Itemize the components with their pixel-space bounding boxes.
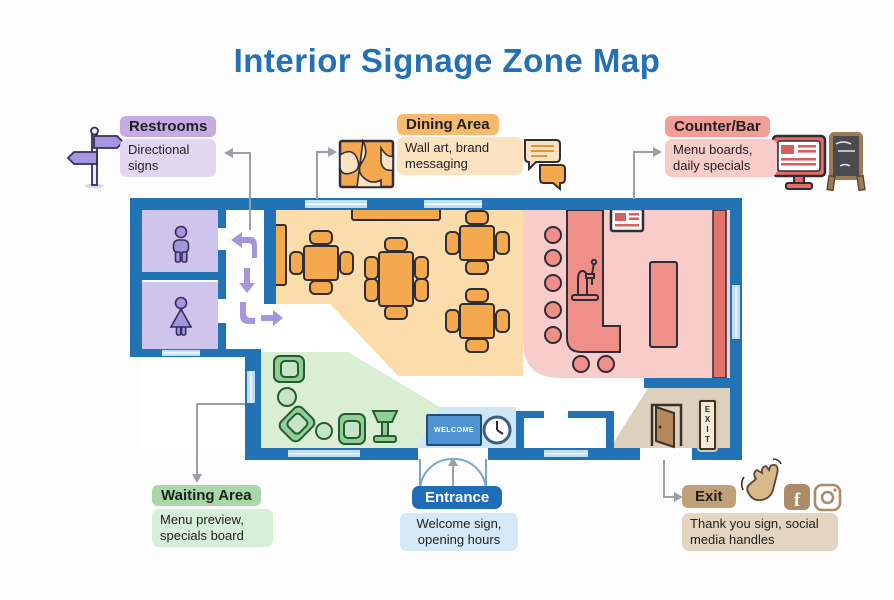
wall-art-icon [338,138,395,189]
instagram-icon [813,483,842,512]
female-icon [169,296,193,336]
bar-furniture [544,207,727,379]
side-table [315,422,333,440]
bar-stool [544,226,562,244]
bar-stool [572,355,590,373]
page-title: Interior Signage Zone Map [233,42,661,79]
waiting-area-label: Waiting Area [152,485,261,506]
counter-bar-description: Menu boards, daily specials [665,139,777,177]
bar-stool [544,301,562,319]
male-icon [172,225,190,263]
chalkboard-icon [826,132,866,192]
armchair [338,413,366,445]
beer-tap-icon [571,258,599,301]
bar-stool [597,355,615,373]
facebook-icon: f [784,484,810,510]
back-bar-shelf [712,209,727,379]
dining-description: Wall art, brand messaging [397,137,523,175]
speech-bubbles-icon [524,139,566,192]
connectors [192,147,683,502]
restrooms-label: Restrooms [120,116,217,137]
windows [162,200,740,457]
dining-furniture [272,207,509,352]
waving-hand-icon [740,458,782,502]
dining-label: Dining Area [397,114,499,135]
waiting-area-description: Menu preview, specials board [152,509,273,547]
restrooms-description: Directional signs [120,139,216,177]
bar-stool [544,274,562,292]
entrance-description: Welcome sign, opening hours [400,513,518,551]
armchair [273,355,305,383]
bar-stool [544,249,562,267]
restroom-figures [169,225,283,336]
specials-stand [371,410,399,443]
side-table [277,387,297,407]
clock-icon [482,415,512,445]
waiting-furniture [273,355,399,445]
menu-screen-icon [771,134,827,190]
exit-label: Exit [682,485,736,508]
door-icon [650,403,683,449]
facebook-letter: f [793,490,801,511]
exit-description: Thank you sign, social media handles [682,513,838,551]
bar-island [649,261,678,348]
dining-table-large [364,237,429,320]
bar-stool [544,326,562,344]
counter-bar-label: Counter/Bar [665,116,770,137]
bar-counter [566,209,621,353]
exit-sign-plate: EXIT [699,400,716,450]
entrance-doors [419,458,487,492]
entrance-label: Entrance [412,486,503,509]
signpost-icon [66,126,125,189]
bar-menu-board [609,207,645,233]
welcome-sign: WELCOME [426,414,482,446]
direction-arrows-icon [231,232,283,326]
